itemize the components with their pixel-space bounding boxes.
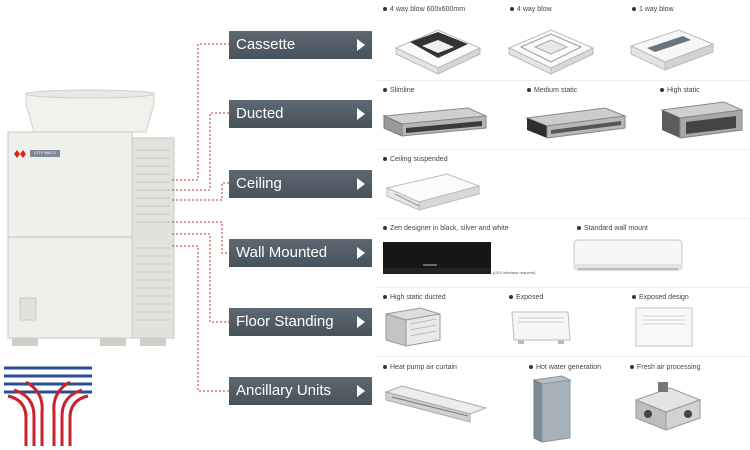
brand-logo [4, 366, 92, 446]
arrow-right-icon [357, 385, 365, 397]
product-label: 4 way blow 600x600mm [383, 6, 465, 13]
wall-note: (LEV interface required) [493, 270, 536, 275]
ducted-high-static-image [660, 101, 744, 139]
product-label: Fresh air processing [630, 364, 700, 371]
category-floor-standing[interactable]: Floor Standing [229, 308, 372, 336]
cassette-600-image [394, 29, 482, 75]
category-label: Floor Standing [236, 313, 334, 330]
row-divider [376, 80, 750, 81]
category-wall-mounted[interactable]: Wall Mounted [229, 239, 372, 267]
product-label: Exposed design [632, 294, 689, 301]
category-ceiling[interactable]: Ceiling [229, 170, 372, 198]
fresh-air-unit-image [634, 382, 702, 431]
category-ancillary-units[interactable]: Ancillary Units [229, 377, 372, 405]
category-cassette[interactable]: Cassette [229, 31, 372, 59]
product-label: Heat pump air curtain [383, 364, 457, 371]
category-label: Ancillary Units [236, 382, 332, 399]
product-label: High static ducted [383, 294, 446, 301]
ceiling-suspended-image [385, 173, 481, 211]
outdoor-unit [7, 89, 175, 346]
wall-zen-black-image [383, 242, 491, 274]
category-label: Cassette [236, 36, 296, 53]
product-label: Slimline [383, 87, 415, 94]
product-label: Standard wall mount [577, 225, 648, 232]
product-label: High static [660, 87, 700, 94]
floor-exposed-image [511, 311, 571, 344]
wall-standard-image [573, 239, 683, 271]
cassette-4way-image [507, 29, 595, 75]
product-label: Medium static [527, 87, 577, 94]
hot-water-unit-image [532, 375, 572, 443]
arrow-right-icon [357, 108, 365, 120]
row-divider [376, 356, 750, 357]
product-label: Zen designer in black, silver and white [383, 225, 509, 232]
product-label: 1 way blow [632, 6, 674, 13]
arrow-right-icon [357, 178, 365, 190]
floor-high-static-ducted-image [385, 307, 441, 347]
product-label: Ceiling suspended [383, 156, 448, 163]
row-divider [376, 218, 750, 219]
ducted-slimline-image [382, 107, 488, 137]
arrow-right-icon [357, 316, 365, 328]
product-label: Exposed [509, 294, 543, 301]
floor-exposed-design-image [635, 307, 693, 347]
product-label: 4 way blow [510, 6, 552, 13]
category-label: Ducted [236, 105, 284, 122]
cassette-1way-image [629, 29, 715, 71]
category-ducted[interactable]: Ducted [229, 100, 372, 128]
arrow-right-icon [357, 247, 365, 259]
air-curtain-image [384, 385, 488, 423]
category-label: Ceiling [236, 175, 282, 192]
ducted-medium-static-image [525, 107, 627, 139]
arrow-right-icon [357, 39, 365, 51]
category-label: Wall Mounted [236, 244, 328, 261]
row-divider [376, 287, 750, 288]
product-label: Hot water generation [529, 364, 601, 371]
outdoor-unit-badge: CITY MULTI [34, 150, 56, 155]
row-divider [376, 149, 750, 150]
